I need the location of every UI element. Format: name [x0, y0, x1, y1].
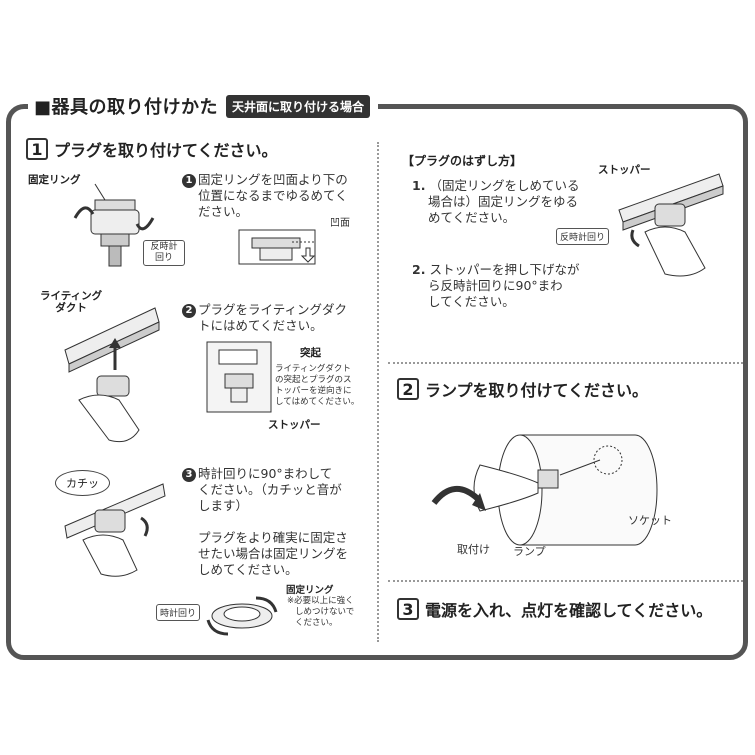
sub1-line2: 位置になるまでゆるめてく [198, 188, 348, 203]
ring-label-2: 固定リング [286, 585, 334, 596]
section-divider-2 [388, 580, 743, 582]
sub1-line3: ださい。 [198, 204, 249, 219]
step1-number: 1 [26, 138, 48, 160]
ccw-label: 反時計回り [143, 240, 185, 266]
tighten-illustration [206, 596, 278, 636]
duct-cross-section [206, 341, 272, 413]
remove-item2: 2. ストッパーを押し下げなが ら反時計回りに90°まわ してください。 [412, 262, 580, 309]
step1-note3: ※必要以上に強くしめつけないでください。 [287, 596, 355, 628]
step1-sub3-extra: プラグをより確実に固定させたい場合は固定リングをしめてください。 [198, 530, 349, 577]
step3-heading: 3 電源を入れ、点灯を確認してください。 [397, 597, 712, 621]
step2-title: ランプを取り付けてください。 [425, 381, 649, 400]
sub2-line2: トにはめてください。 [198, 318, 323, 333]
sub1-number: 1 [182, 174, 196, 188]
step2-number: 2 [397, 378, 419, 400]
step3-number: 3 [397, 598, 419, 620]
sub3-line2: ください。（カチッと音が [198, 482, 342, 497]
remove-stopper-label: ストッパー [598, 164, 651, 176]
remove-illustration [618, 173, 724, 277]
remove-title: 【プラグのはずし方】 [402, 154, 523, 168]
lamp-label: ランプ [513, 545, 546, 558]
step3-title: 電源を入れ、点灯を確認してください。 [425, 601, 713, 620]
stopper-label: ストッパー [268, 419, 321, 431]
recess-label: 凹面 [330, 218, 350, 229]
plug-ring-illustration [73, 183, 155, 267]
cw-label: 時計回り [156, 604, 201, 621]
attach-label: 取付け [457, 543, 490, 556]
sub3-line1: 時計回りに90°まわして [198, 466, 333, 481]
duct-label: ライティングダクト [40, 290, 103, 314]
page-title: ■器具の取り付けかた [34, 97, 219, 118]
step1-title: プラグを取り付けてください。 [54, 141, 278, 160]
sub3-number: 3 [182, 468, 196, 482]
remove-ccw-label: 反時計回り [556, 228, 610, 245]
column-divider [377, 142, 379, 642]
sub3-line3: します） [198, 498, 249, 513]
section-title: ■器具の取り付けかた 天井面に取り付ける場合 [28, 93, 379, 119]
rotate-illustration [64, 483, 166, 577]
step1-note2: ライティングダクトの突起とプラグのストッパーを逆向きにしてはめてください。 [275, 364, 360, 407]
remove-item1: 1. （固定リングをしめている 場合は）固定リングをゆる めてください。 [412, 178, 580, 225]
lamp-illustration [431, 434, 658, 546]
duct-illustration [64, 307, 160, 443]
mount-type-badge: 天井面に取り付ける場合 [226, 94, 371, 118]
sub2-line1: プラグをライティングダク [198, 302, 348, 317]
socket-label: ソケット [628, 514, 672, 527]
recess-illustration [238, 229, 316, 265]
step2-heading: 2 ランプを取り付けてください。 [397, 377, 648, 401]
section-divider-1 [388, 362, 743, 364]
step1-heading: 1 プラグを取り付けてください。 [26, 137, 278, 161]
ring-label: 固定リング [28, 174, 81, 186]
sub1-line1: 固定リングを凹面より下の [198, 172, 348, 187]
sub2-number: 2 [182, 304, 196, 318]
protrusion-label: 突起 [300, 347, 321, 359]
click-bubble: カチッ [55, 470, 110, 496]
